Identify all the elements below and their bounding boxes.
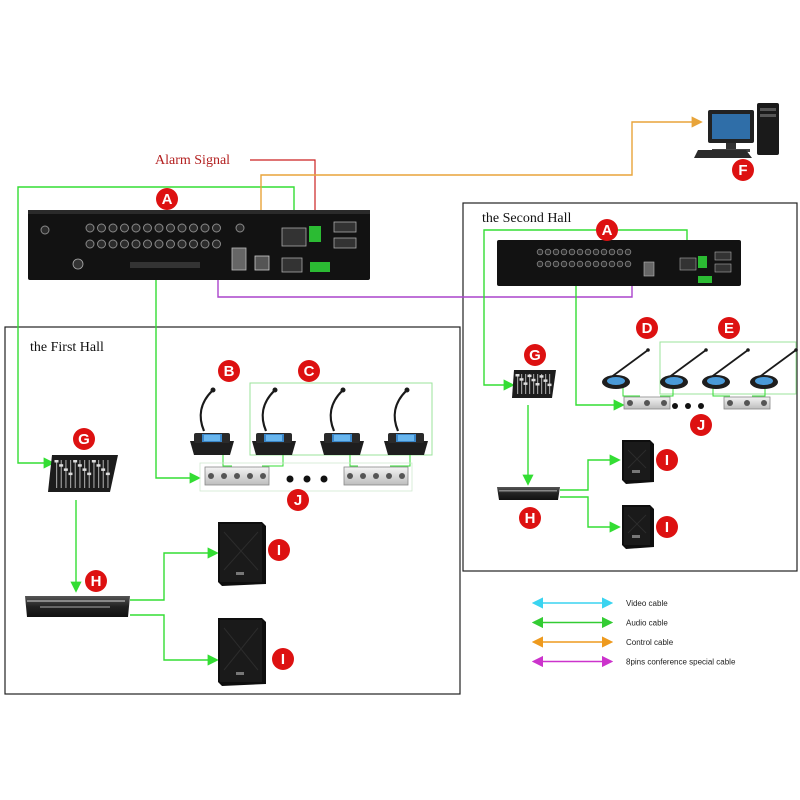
badge-a-main-label: A [162, 191, 173, 208]
mic-group-e-outline [659, 341, 797, 395]
legend-label: Audio cable [626, 619, 668, 628]
extension-boxes [199, 396, 771, 492]
microphone-e1 [660, 348, 708, 389]
badge-a-second: A [596, 219, 618, 241]
cable-amp-to-speaker-1b [130, 614, 219, 666]
badge-h-first: H [85, 570, 107, 592]
junction-1a [204, 466, 270, 486]
badge-h-second: H [519, 507, 541, 529]
badge-c-label: C [304, 363, 315, 380]
legend-item-4: 8pins conference special cable [531, 655, 736, 668]
badge-h-first-label: H [91, 573, 102, 590]
junction-2a [623, 396, 671, 410]
microphone-e3 [750, 348, 798, 389]
cable-host-to-mixer-1 [17, 186, 295, 469]
badge-g-first-label: G [78, 431, 90, 448]
junction-2b [723, 396, 771, 410]
cable-alarm [250, 159, 320, 229]
legend-label: Control cable [626, 638, 674, 647]
badge-g-first: G [73, 428, 95, 450]
badge-j-first-label: J [294, 492, 302, 509]
computer-icon [694, 103, 779, 158]
loudspeaker-2a [622, 440, 654, 484]
badge-d: D [636, 317, 658, 339]
second-hall-title: the Second Hall [482, 211, 572, 226]
legend-item-1: Video cable [531, 597, 668, 609]
badge-a-main: A [156, 188, 178, 210]
legend-label: 8pins conference special cable [626, 658, 736, 667]
ellipsis-dots-1 [286, 475, 328, 483]
badge-d-label: D [642, 320, 653, 337]
cable-control-to-pc [260, 116, 703, 260]
legend-label: Video cable [626, 599, 668, 608]
loudspeaker-1b [218, 618, 266, 686]
badge-j-second-label: J [697, 417, 705, 434]
legend-item-2: Audio cable [531, 616, 668, 629]
mic-links-1 [222, 455, 411, 467]
cable-host-to-junction-1 [155, 280, 201, 484]
badge-j-second: J [690, 414, 712, 436]
badge-f: F [732, 159, 754, 181]
first-hall-title: the First Hall [30, 340, 104, 355]
microphone-c1 [252, 387, 296, 455]
badge-i-1b-label: I [281, 651, 285, 668]
microphone-e2 [702, 348, 750, 389]
badge-b-label: B [224, 363, 235, 380]
ellipsis-dots-2 [672, 403, 704, 409]
badge-i-2b-label: I [665, 519, 669, 536]
microphone-b [190, 387, 234, 455]
badge-b: B [218, 360, 240, 382]
power-amplifier-icon-second [497, 487, 560, 500]
badge-e-label: E [724, 320, 734, 337]
badge-e: E [718, 317, 740, 339]
junction-1b [343, 466, 409, 486]
microphone-c2 [320, 387, 364, 455]
audio-mixer-icon [48, 455, 118, 492]
badge-a-second-label: A [602, 222, 613, 239]
badge-f-label: F [738, 162, 747, 179]
conference-host-main [28, 210, 370, 280]
second-hall-frame [462, 202, 798, 572]
legend-item-3: Control cable [531, 636, 674, 648]
badge-i-2b: I [656, 516, 678, 538]
badge-i-2a-label: I [665, 452, 669, 469]
loudspeaker-1a [218, 522, 266, 586]
cable-host-to-junction-2 [575, 284, 625, 411]
badge-i-1b: I [272, 648, 294, 670]
loudspeaker-2b [622, 505, 654, 549]
badge-i-1a-label: I [277, 542, 281, 559]
first-hall-frame [4, 326, 461, 695]
badge-g-second: G [524, 344, 546, 366]
badge-i-1a: I [268, 539, 290, 561]
microphone-d [602, 348, 650, 389]
badge-i-2a: I [656, 449, 678, 471]
cable-amp-to-speaker-2b [560, 496, 621, 533]
loudspeakers [218, 440, 654, 686]
microphone-c3 [384, 387, 428, 455]
cable-host-link [217, 266, 633, 298]
badge-h-second-label: H [525, 510, 536, 527]
cable-amp-to-speaker-2a [560, 454, 621, 491]
cable-amp-to-speaker-1a [130, 547, 219, 601]
alarm-signal-label: Alarm Signal [155, 153, 230, 168]
badge-j-first: J [287, 489, 309, 511]
audio-mixer-icon-second [512, 370, 556, 398]
conference-host-second [497, 240, 741, 286]
badge-c: C [298, 360, 320, 382]
microphone-units [190, 348, 798, 455]
badge-g-second-label: G [529, 347, 541, 364]
power-amplifier-icon [25, 596, 130, 617]
